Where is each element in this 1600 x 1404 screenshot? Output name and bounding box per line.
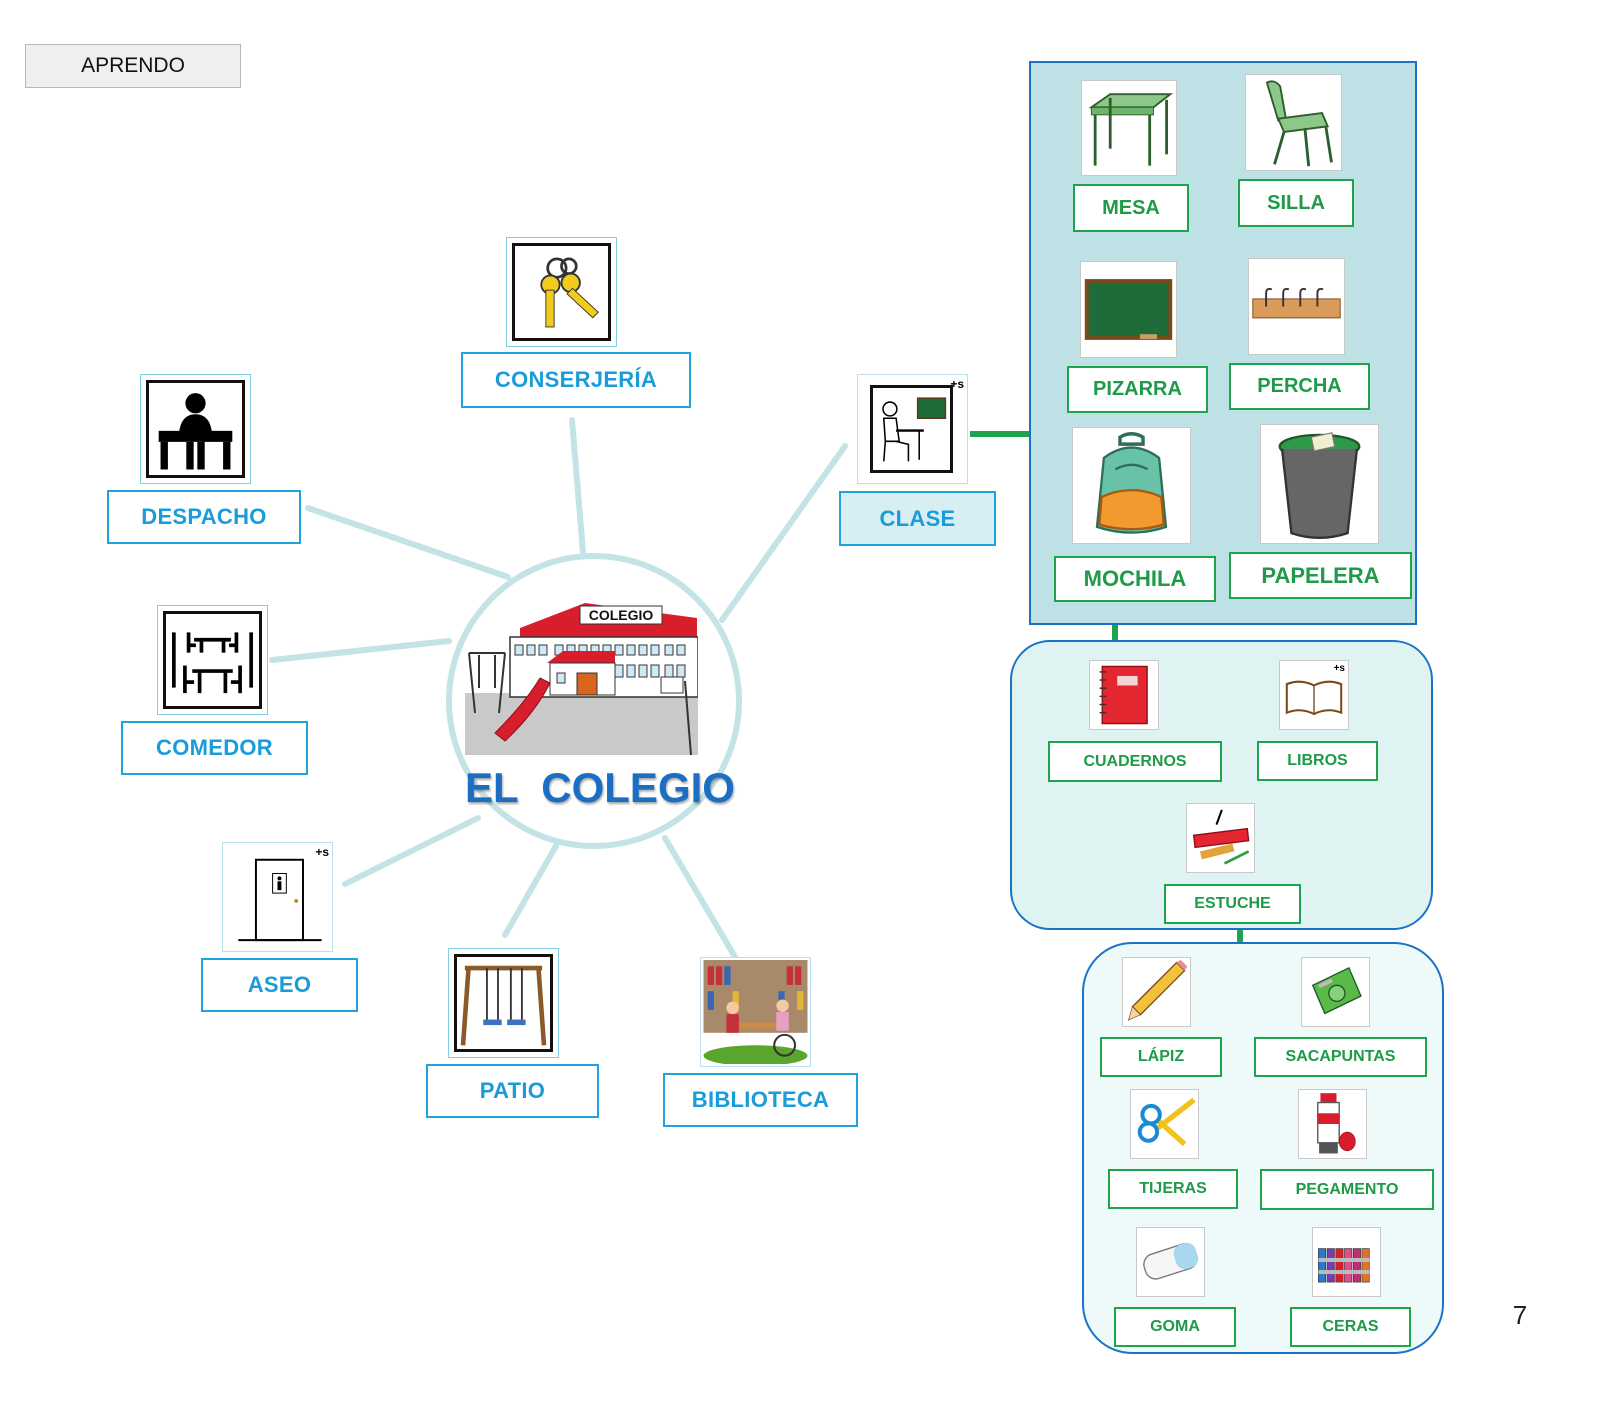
papelera-label[interactable]: PAPELERA: [1229, 552, 1412, 599]
eraser-icon: [1143, 1242, 1199, 1280]
table-icon: [1088, 93, 1174, 166]
pencil-icon: [1127, 959, 1188, 1021]
lapiz-label[interactable]: LÁPIZ: [1100, 1037, 1222, 1077]
sacapuntas-pictogram[interactable]: [1301, 957, 1370, 1027]
connector-patio: [502, 843, 559, 938]
percha-pictogram[interactable]: [1248, 258, 1345, 355]
pizarra-label[interactable]: PIZARRA: [1067, 366, 1208, 413]
cuadernos-pictogram[interactable]: [1089, 660, 1159, 730]
conserjeria-label[interactable]: CONSERJERÍA: [461, 352, 691, 408]
cuadernos-label[interactable]: CUADERNOS: [1048, 741, 1222, 782]
ceras-pictogram[interactable]: [1312, 1227, 1381, 1297]
connector-biblioteca: [662, 835, 741, 965]
connector-comedor: [269, 638, 452, 663]
lapiz-pictogram[interactable]: [1122, 957, 1191, 1027]
biblioteca-pictogram[interactable]: [700, 957, 811, 1067]
mochila-pictogram[interactable]: [1072, 427, 1191, 544]
percha-label[interactable]: PERCHA: [1229, 363, 1370, 410]
patio-label[interactable]: PATIO: [426, 1064, 599, 1118]
plural-mark: +s: [315, 845, 329, 859]
clase-label[interactable]: CLASE: [839, 491, 996, 546]
clase-pictogram[interactable]: +s: [857, 374, 968, 484]
goma-pictogram[interactable]: [1136, 1227, 1205, 1297]
connector-clase: [719, 443, 848, 623]
keys-icon: [540, 257, 599, 328]
conserjeria-pictogram[interactable]: [506, 237, 617, 347]
ceras-label[interactable]: CERAS: [1290, 1307, 1411, 1347]
tijeras-label[interactable]: TIJERAS: [1108, 1169, 1238, 1209]
library-icon: [703, 960, 808, 1064]
chair-icon: [1265, 80, 1333, 167]
silla-label[interactable]: SILLA: [1238, 179, 1354, 227]
pizarra-pictogram[interactable]: [1080, 261, 1177, 358]
patio-pictogram[interactable]: [448, 948, 559, 1058]
biblioteca-label[interactable]: BIBLIOTECA: [663, 1073, 858, 1127]
despacho-label[interactable]: DESPACHO: [107, 490, 301, 544]
comedor-pictogram[interactable]: [157, 605, 268, 715]
pegamento-label[interactable]: PEGAMENTO: [1260, 1169, 1434, 1210]
mesa-pictogram[interactable]: [1081, 80, 1177, 176]
page-number: 7: [1512, 1300, 1528, 1330]
pegamento-pictogram[interactable]: [1298, 1089, 1367, 1159]
coat-rack-icon: [1252, 287, 1341, 319]
classroom-icon: [882, 397, 947, 462]
connector-despacho: [305, 505, 511, 580]
mochila-label[interactable]: MOCHILA: [1054, 556, 1216, 602]
backpack-icon: [1095, 432, 1168, 534]
connector-aseo: [342, 815, 481, 887]
plural-mark: +s: [950, 377, 964, 391]
glue-stick-icon: [1317, 1093, 1356, 1154]
pencil-case-icon: [1192, 809, 1250, 865]
aseo-pictogram[interactable]: +s: [222, 842, 333, 952]
mesa-label[interactable]: MESA: [1073, 184, 1189, 232]
estuche-label[interactable]: ESTUCHE: [1164, 884, 1301, 924]
silla-pictogram[interactable]: [1245, 74, 1342, 171]
libros-label[interactable]: LIBROS: [1257, 741, 1378, 781]
tijeras-pictogram[interactable]: [1130, 1089, 1199, 1159]
center-title: EL COLEGIO: [465, 764, 735, 811]
dining-room-icon: [172, 632, 253, 694]
crayons-icon: [1318, 1248, 1370, 1283]
blackboard-icon: [1084, 279, 1173, 340]
notebook-icon: [1099, 665, 1148, 725]
goma-label[interactable]: GOMA: [1114, 1307, 1236, 1347]
office-desk-icon: [158, 393, 233, 470]
school-building-icon: COLEGIO: [465, 593, 699, 756]
sharpener-icon: [1311, 966, 1362, 1015]
materials-panel: [1010, 640, 1433, 930]
wastebasket-icon: [1278, 432, 1361, 539]
book-icon: [1285, 680, 1343, 716]
estuche-pictogram[interactable]: [1186, 803, 1255, 873]
comedor-label[interactable]: COMEDOR: [121, 721, 308, 775]
sacapuntas-label[interactable]: SACAPUNTAS: [1254, 1037, 1427, 1077]
header-tag: APRENDO: [25, 44, 241, 88]
libros-pictogram[interactable]: +s: [1279, 660, 1349, 730]
swing-icon: [460, 965, 547, 1046]
school-sign: COLEGIO: [589, 607, 654, 623]
papelera-pictogram[interactable]: [1260, 424, 1379, 544]
despacho-pictogram[interactable]: [140, 374, 251, 484]
toilet-door-icon: [238, 858, 322, 942]
connector-conserjeria: [569, 417, 586, 555]
scissors-icon: [1137, 1097, 1196, 1147]
aseo-label[interactable]: ASEO: [201, 958, 358, 1012]
plural-mark: +s: [1333, 663, 1345, 674]
